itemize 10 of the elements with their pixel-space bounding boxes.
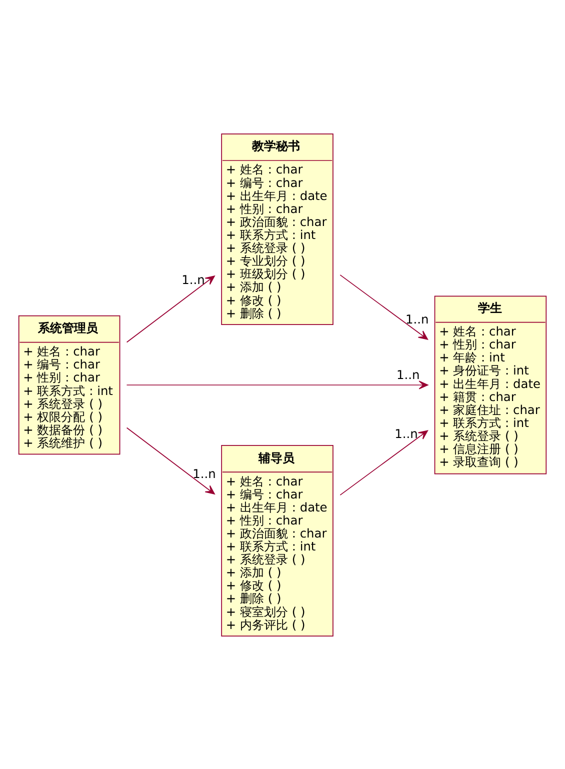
edge-label: 1..n — [406, 312, 429, 326]
edge-label: 1..n — [182, 272, 205, 286]
edge-label: 1..n — [394, 426, 418, 441]
edge-label: 1..n — [192, 466, 216, 480]
arrow — [340, 274, 428, 340]
arrow — [340, 430, 428, 495]
arrow — [126, 426, 215, 494]
arrow — [126, 380, 428, 389]
edge-label: 1..n — [396, 368, 420, 382]
arrow — [126, 275, 215, 342]
